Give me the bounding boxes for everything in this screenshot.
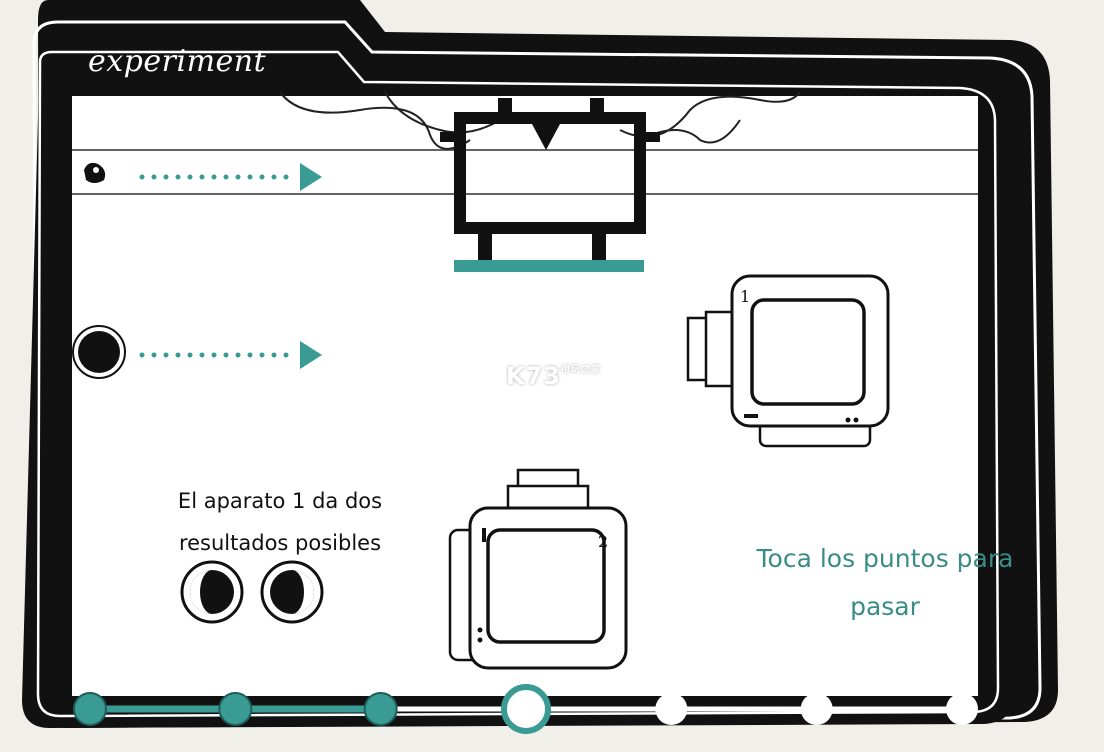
progress-dot-upcoming[interactable]: [800, 693, 833, 725]
folder-middle-layer: [32, 20, 1042, 724]
folder-tab-label: experiment: [88, 44, 267, 79]
explanation-line-1: El aparato 1 da dos: [177, 489, 383, 513]
hint-text: Toca los puntos para pasar: [735, 535, 1035, 631]
progress-dot-current[interactable]: [501, 684, 551, 734]
progress-dot-completed[interactable]: [218, 692, 253, 726]
progress-dot-upcoming[interactable]: [655, 693, 688, 725]
detector-device-1[interactable]: 1: [686, 274, 890, 448]
emitter-top-icon: [84, 162, 106, 183]
detector-device-2[interactable]: 2: [448, 468, 628, 670]
progress-dot-completed[interactable]: [73, 692, 107, 726]
explanation-text: El aparato 1 da dos resultados posibles: [150, 480, 410, 564]
watermark-text: K73: [506, 362, 561, 390]
watermark-subtext: 电玩之家: [561, 365, 602, 375]
watermark-logo: K73电玩之家: [506, 362, 601, 390]
device-2-number: 2: [598, 532, 608, 551]
progress-dot-completed[interactable]: [363, 692, 398, 726]
progress-dot-upcoming[interactable]: [946, 693, 978, 725]
emitter-middle-icon: [72, 325, 126, 379]
hint-line-1: Toca los puntos para: [756, 544, 1014, 573]
explanation-line-2: resultados posibles: [178, 531, 382, 555]
progress-bar: [73, 684, 978, 734]
outcome-particle-1: [180, 560, 244, 624]
hint-line-2: pasar: [850, 592, 920, 621]
outcome-particle-2: [260, 560, 324, 624]
measurement-apparatus: [440, 98, 660, 272]
particle-path-middle: [139, 341, 322, 369]
particle-path-top: [139, 163, 322, 191]
device-1-number: 1: [740, 287, 750, 306]
